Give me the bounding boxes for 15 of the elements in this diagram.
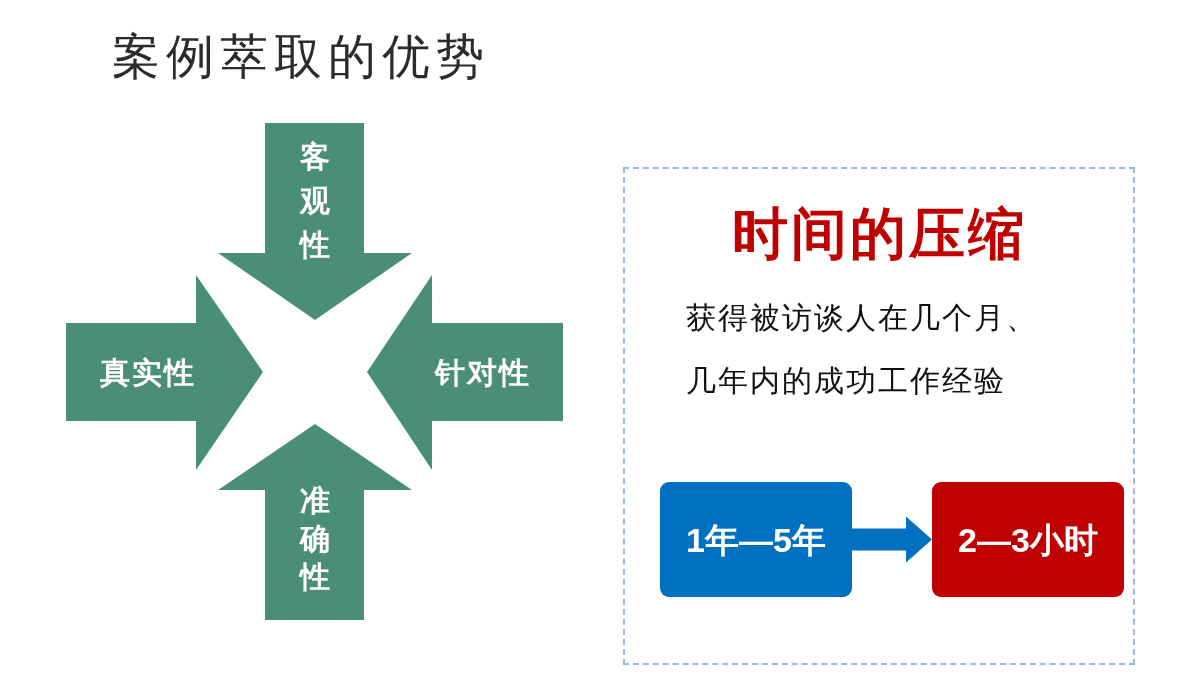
arrow-label: 准确性 — [300, 483, 330, 595]
period-box: 2—3小时 — [932, 482, 1124, 597]
right-arrow-shape — [66, 275, 263, 470]
down-arrow-shape — [218, 123, 412, 320]
left-arrow-shape — [367, 275, 563, 470]
arrow-label: 客观性 — [300, 139, 330, 263]
dashed-panel — [623, 167, 1135, 665]
panel-text: 获得被访谈人在几个月、几年内的成功工作经验 — [686, 300, 1039, 399]
panel-title: 时间的压缩 — [731, 201, 1027, 267]
page-title: 案例萃取的优势 — [112, 27, 490, 86]
up-arrow-shape — [218, 424, 412, 620]
arrow — [852, 516, 932, 563]
arrow-label: 针对性 — [435, 355, 531, 391]
period-box: 1年—5年 — [660, 482, 852, 597]
arrow-label: 真实性 — [100, 355, 196, 391]
